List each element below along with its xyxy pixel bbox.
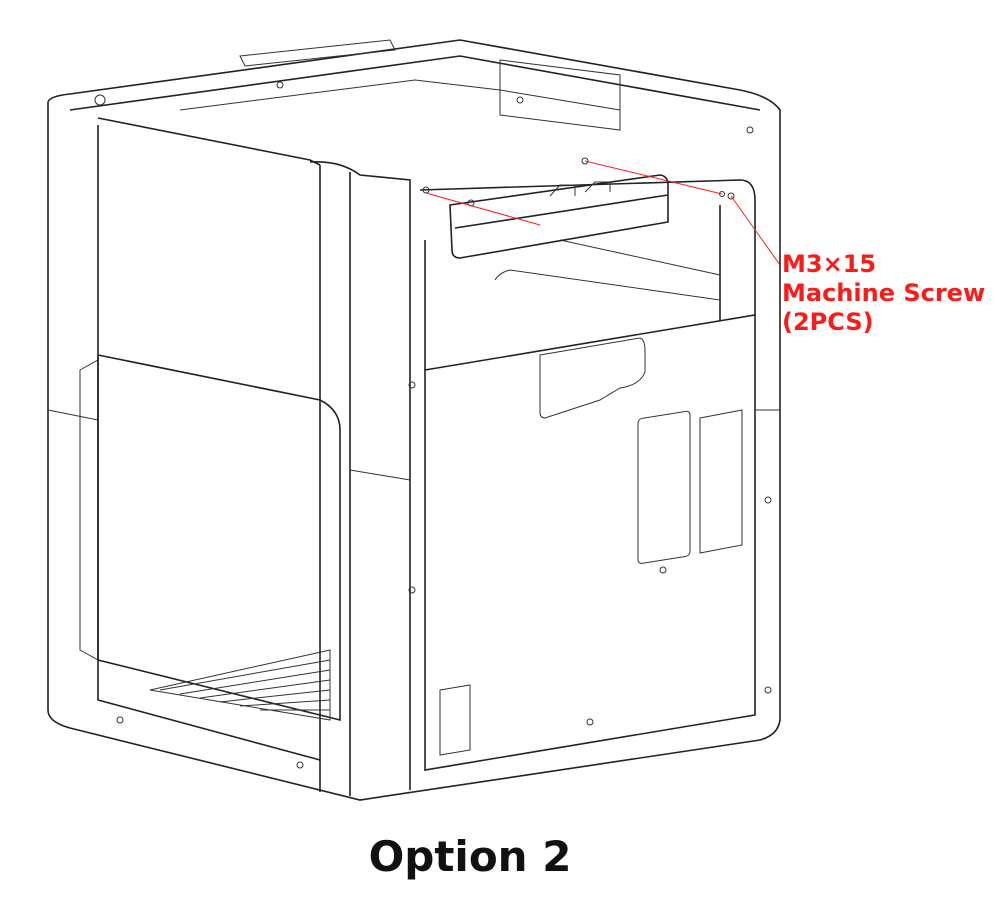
callout-size: M3×15 [782,250,877,278]
callout-type: Machine Screw [782,279,986,307]
screw-holes [94,81,772,769]
printer-frame [47,39,781,801]
option-caption: Option 2 [368,832,572,881]
screw-callout: M3×15 Machine Screw (2PCS) [782,250,985,337]
callout-leader-lines [425,160,781,266]
callout-quantity: (2PCS) [782,308,874,336]
